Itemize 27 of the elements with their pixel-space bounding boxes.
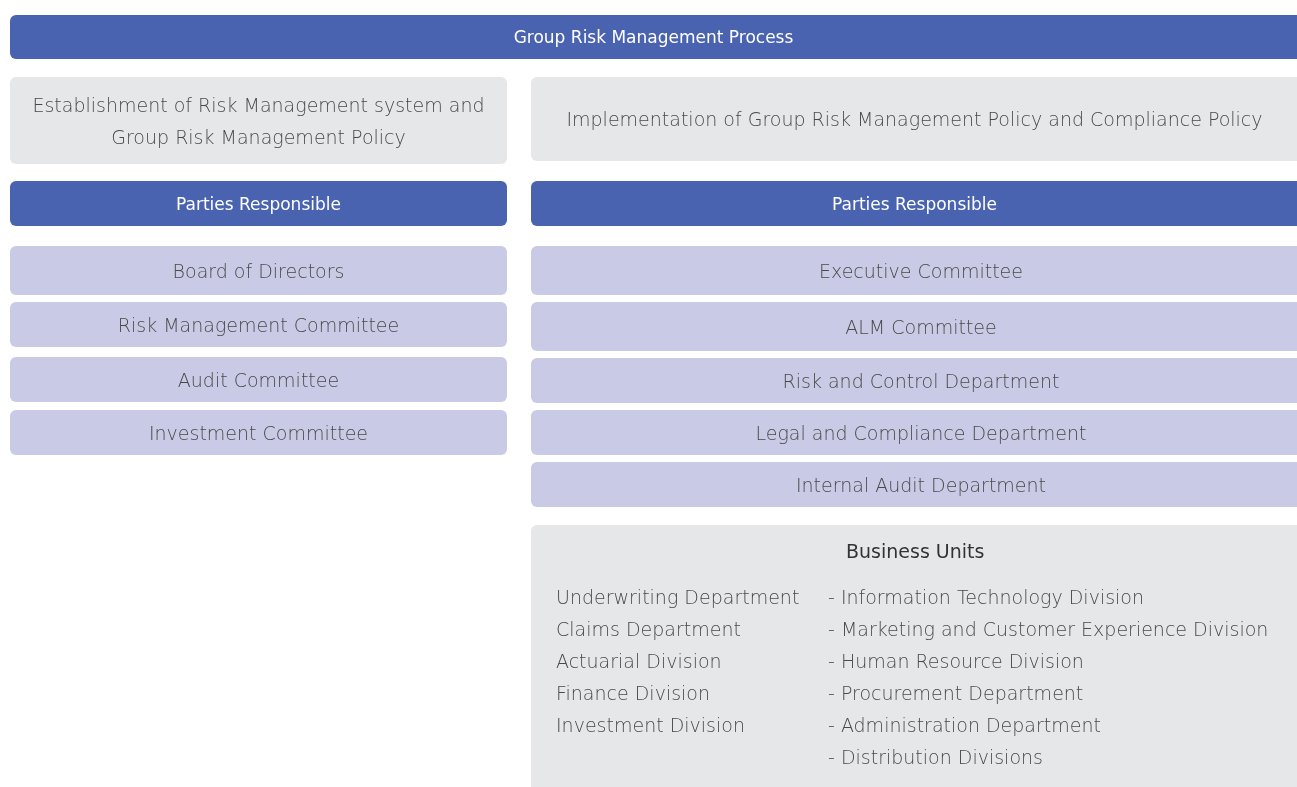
unit-name: Underwriting Department — [556, 585, 800, 610]
unit-name: - Marketing and Customer Experience Division — [828, 617, 1269, 642]
party-box: Investment Committee — [10, 410, 507, 455]
unit-name: Investment Division — [556, 713, 745, 738]
party-box: ALM Committee — [531, 302, 1297, 351]
panel-heading: Business Units — [846, 539, 985, 564]
unit-name: Actuarial Division — [556, 649, 722, 674]
stage-box: Implementation of Group Risk Management Policy and Compliance Policy — [531, 77, 1297, 161]
unit-name: - Distribution Divisions — [828, 745, 1043, 770]
party-box: Audit Committee — [10, 357, 507, 402]
party-box: Internal Audit Department — [531, 462, 1297, 507]
unit-name: Finance Division — [556, 681, 710, 706]
party-box: Risk and Control Department — [531, 358, 1297, 403]
header-bar: Parties Responsible — [531, 181, 1297, 226]
unit-name: Claims Department — [556, 617, 741, 642]
unit-name: - Human Resource Division — [828, 649, 1084, 674]
party-box: Legal and Compliance Department — [531, 410, 1297, 455]
party-box: Executive Committee — [531, 246, 1297, 295]
unit-name: - Procurement Department — [828, 681, 1084, 706]
business-units-panel — [531, 525, 1297, 787]
unit-name: - Information Technology Division — [828, 585, 1144, 610]
unit-name: - Administration Department — [828, 713, 1101, 738]
party-box: Risk Management Committee — [10, 302, 507, 347]
party-box: Board of Directors — [10, 246, 507, 295]
title-bar: Group Risk Management Process — [10, 15, 1297, 59]
header-bar: Parties Responsible — [10, 181, 507, 226]
stage-box: Establishment of Risk Management system and Group Risk Management Policy — [10, 77, 507, 164]
